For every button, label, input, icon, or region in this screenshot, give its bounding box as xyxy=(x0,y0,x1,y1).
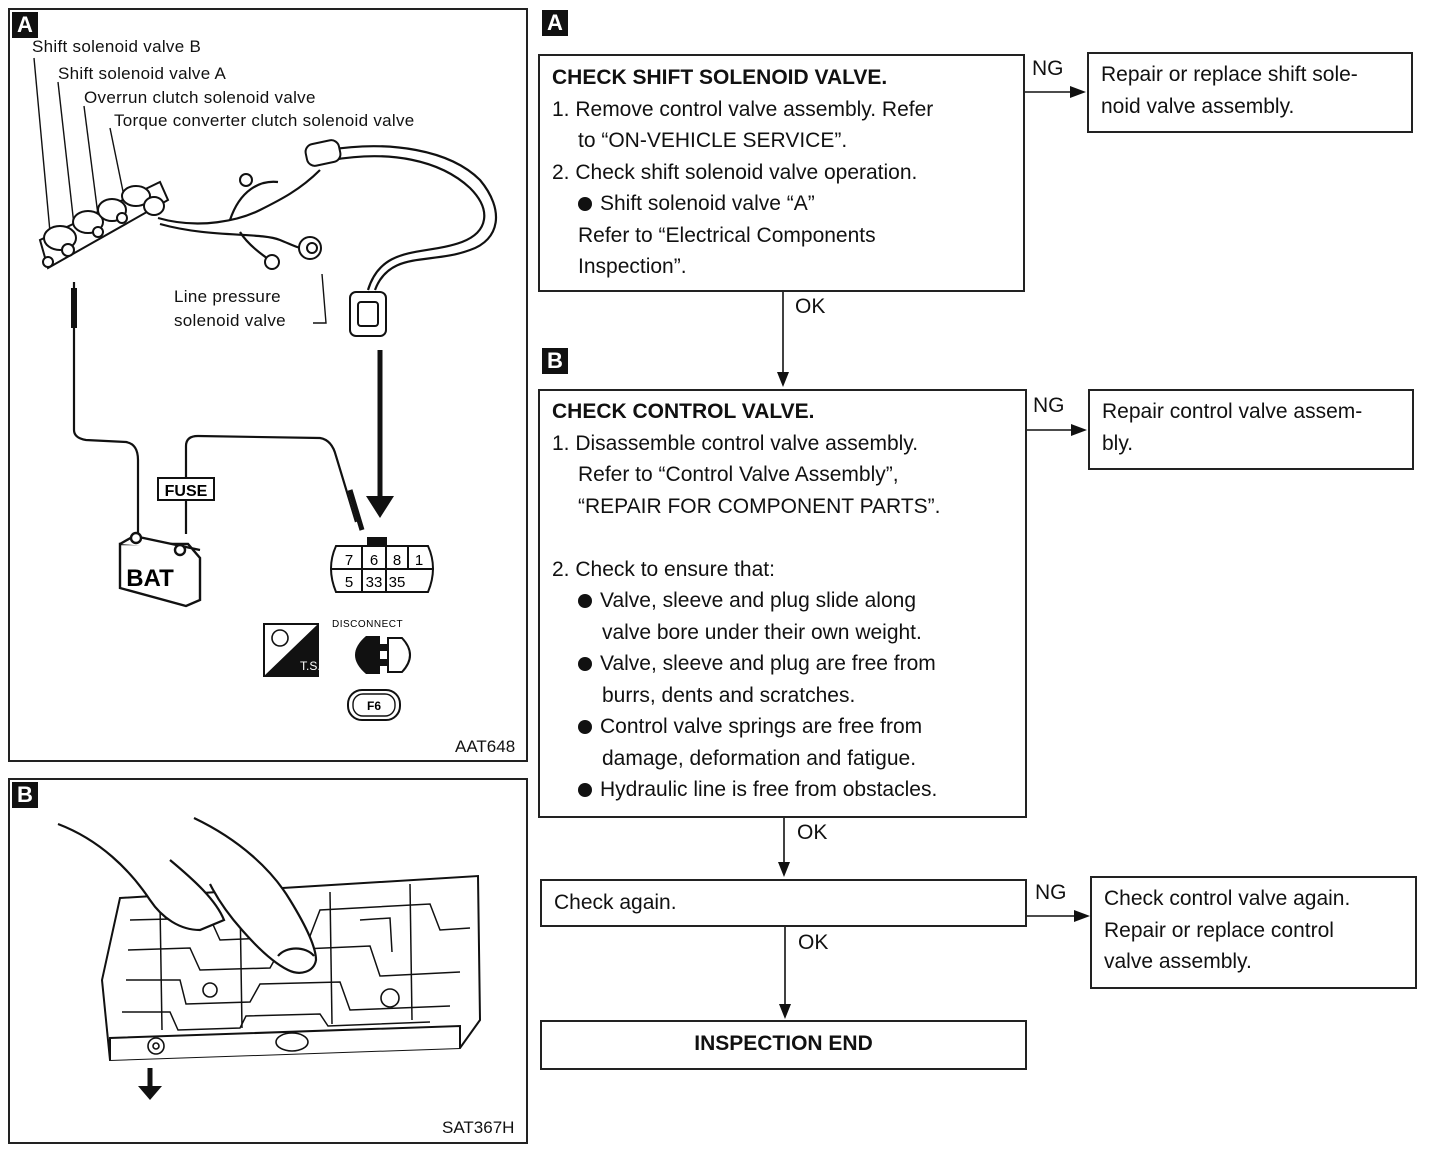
label-shift-solenoid-a: Shift solenoid valve A xyxy=(58,64,227,83)
pin-7: 7 xyxy=(345,552,353,569)
pin-35: 35 xyxy=(389,574,406,591)
label-line-pressure-1: Line pressure xyxy=(174,287,281,306)
repair-a-line-1: Repair or replace shift sole- xyxy=(1101,63,1358,86)
step-a-box: CHECK SHIFT SOLENOID VALVE. 1. Remove co… xyxy=(538,54,1025,292)
ng-label-a: NG xyxy=(1032,57,1064,80)
figure-a-tag: A xyxy=(12,12,38,38)
repair-c-line-3: valve assembly. xyxy=(1104,950,1252,973)
repair-b-box: Repair control valve assem- bly. xyxy=(1088,389,1414,470)
step-a-line-6: Inspection”. xyxy=(578,255,687,278)
pin-5: 5 xyxy=(345,574,353,591)
repair-a-box: Repair or replace shift sole- noid valve… xyxy=(1087,52,1413,133)
tester-icon: T.S. xyxy=(263,623,321,677)
bullet-4-text: Hydraulic line is free from obstacles. xyxy=(600,778,938,801)
f6-label: F6 xyxy=(367,699,381,713)
ok-label-a: OK xyxy=(795,295,826,318)
bullet-3-text: Control valve springs are free from xyxy=(600,715,923,738)
ng-label-c: NG xyxy=(1035,881,1067,904)
bullet-2-text: Valve, sleeve and plug are free from xyxy=(600,652,936,675)
fuse-label: FUSE xyxy=(165,483,208,500)
inspection-end-box: INSPECTION END xyxy=(540,1020,1027,1070)
svg-text:T.S.: T.S. xyxy=(300,659,321,673)
bullet-dot xyxy=(578,197,592,211)
repair-b-line-2: bly. xyxy=(1102,431,1134,455)
label-torque-converter-solenoid: Torque converter clutch solenoid valve xyxy=(114,111,415,130)
repair-a-line-2: noid valve assembly. xyxy=(1101,94,1295,118)
repair-c-box: Check control valve again. Repair or rep… xyxy=(1090,876,1417,989)
step-b-bullet-4: Hydraulic line is free from obstacles. xyxy=(552,774,1013,806)
pin-1: 1 xyxy=(415,552,423,569)
step-b-bullet-2-cont: burrs, dents and scratches. xyxy=(602,683,856,707)
label-line-pressure-2: solenoid valve xyxy=(174,311,286,330)
battery-label: BAT xyxy=(126,565,174,592)
step-b-bullet-3-cont: damage, deformation and fatigue. xyxy=(602,746,917,770)
check-again-box: Check again. xyxy=(540,879,1027,927)
step-a-line-5: Refer to “Electrical Components xyxy=(578,223,876,247)
figure-b-panel: B xyxy=(8,778,528,1144)
pin-6: 6 xyxy=(370,552,378,569)
step-a-line-3: 2. Check shift solenoid valve operation. xyxy=(552,160,918,184)
ok-label-c: OK xyxy=(798,931,829,954)
step-a-title: CHECK SHIFT SOLENOID VALVE. xyxy=(552,66,888,89)
figure-a-code: AAT648 xyxy=(455,737,516,756)
label-shift-solenoid-b: Shift solenoid valve B xyxy=(32,37,202,56)
ng-label-b: NG xyxy=(1033,394,1065,417)
bullet-1-text: Valve, sleeve and plug slide along xyxy=(600,589,916,612)
step-b-bullet-1-cont: valve bore under their own weight. xyxy=(602,620,922,644)
step-b-line-1: 1. Disassemble control valve assembly. xyxy=(552,431,919,455)
inspection-end-text: INSPECTION END xyxy=(694,1032,873,1055)
figure-b-code: SAT367H xyxy=(442,1118,515,1137)
pin-33: 33 xyxy=(366,574,383,591)
bullet-dot xyxy=(578,783,592,797)
bullet-dot xyxy=(578,657,592,671)
solenoid-wiring-diagram: FUSE BAT 7 6 8 1 5 33 35 T.S. xyxy=(33,57,498,721)
figure-b-tag: B xyxy=(12,782,38,808)
step-b-bullet-2: Valve, sleeve and plug are free from xyxy=(552,648,1013,680)
step-b-tag: B xyxy=(542,348,568,374)
disconnect-label: DISCONNECT xyxy=(332,619,403,630)
step-b-line-4: 2. Check to ensure that: xyxy=(552,557,775,581)
step-a-line-2: to “ON-VEHICLE SERVICE”. xyxy=(578,129,848,152)
step-b-box: CHECK CONTROL VALVE. 1. Disassemble cont… xyxy=(538,389,1027,818)
step-b-bullet-1: Valve, sleeve and plug slide along xyxy=(552,585,1013,617)
ok-label-b: OK xyxy=(797,821,828,844)
bullet-dot xyxy=(578,720,592,734)
step-b-bullet-3: Control valve springs are free from xyxy=(552,711,1013,743)
pin-8: 8 xyxy=(393,552,401,569)
step-a-bullet: Shift solenoid valve “A” xyxy=(552,188,1011,220)
check-again-text: Check again. xyxy=(554,891,677,914)
repair-c-line-2: Repair or replace control xyxy=(1104,918,1334,942)
label-overrun-clutch-solenoid: Overrun clutch solenoid valve xyxy=(84,88,316,107)
step-b-line-3: “REPAIR FOR COMPONENT PARTS”. xyxy=(578,494,941,518)
repair-b-line-1: Repair control valve assem- xyxy=(1102,400,1363,423)
step-a-line-4: Shift solenoid valve “A” xyxy=(600,192,815,215)
step-a-line-1: 1. Remove control valve assembly. Refer xyxy=(552,97,934,121)
step-b-title: CHECK CONTROL VALVE. xyxy=(552,400,815,423)
repair-c-line-1: Check control valve again. xyxy=(1104,887,1351,910)
disconnect-icon xyxy=(355,636,411,674)
bullet-dot xyxy=(578,594,592,608)
figure-a-panel: A Shift solenoid valve B Shift solenoid … xyxy=(8,8,528,762)
step-a-tag: A xyxy=(542,10,568,36)
control-valve-illustration xyxy=(57,817,482,1100)
step-b-line-2: Refer to “Control Valve Assembly”, xyxy=(578,463,899,486)
